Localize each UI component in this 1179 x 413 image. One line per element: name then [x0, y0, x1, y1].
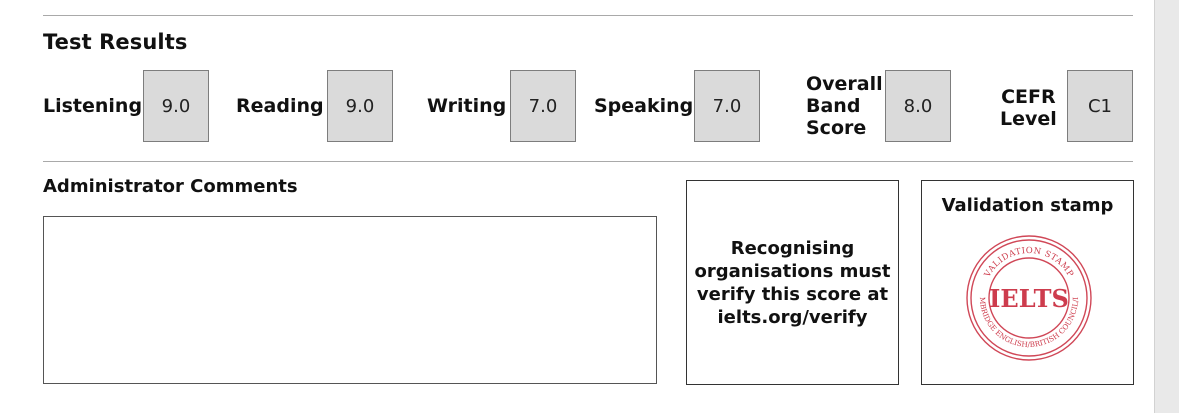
- reading-score: 9.0: [327, 70, 393, 142]
- page-edge: [1154, 0, 1179, 413]
- validation-stamp-box: Validation stamp VALIDATION STAMP CAMBRI…: [921, 180, 1134, 385]
- writing-label: Writing: [427, 95, 507, 117]
- overall-label-line-1: Overall: [806, 73, 883, 95]
- divider-top: [43, 15, 1133, 16]
- comments-field[interactable]: [43, 216, 657, 384]
- cefr-level-score: C1: [1067, 70, 1133, 142]
- cefr-level-label: CEFR Level: [1000, 86, 1057, 130]
- overall-label-line-3: Score: [806, 117, 867, 139]
- ielts-stamp-seal-icon: VALIDATION STAMP CAMBRIDGE ENGLISH/BRITI…: [964, 233, 1092, 361]
- comments-title: Administrator Comments: [43, 176, 298, 197]
- stamp-title: Validation stamp: [941, 195, 1114, 216]
- cefr-label-line-1: CEFR: [1001, 86, 1056, 108]
- overall-band-score: 8.0: [885, 70, 951, 142]
- cefr-label-line-2: Level: [1000, 108, 1057, 130]
- speaking-label: Speaking: [594, 95, 694, 117]
- verify-notice-box: Recognising organisations must verify th…: [686, 180, 899, 385]
- speaking-score: 7.0: [694, 70, 760, 142]
- writing-score: 7.0: [510, 70, 576, 142]
- section-title: Test Results: [43, 30, 188, 54]
- stamp-center-text: IELTS: [989, 284, 1069, 313]
- overall-label-line-2: Band: [806, 95, 861, 117]
- listening-label: Listening: [43, 95, 143, 117]
- divider-middle: [43, 161, 1133, 162]
- reading-label: Reading: [236, 95, 324, 117]
- verify-notice-text: Recognising organisations must verify th…: [694, 237, 891, 328]
- listening-score: 9.0: [143, 70, 209, 142]
- overall-band-score-label: Overall Band Score: [806, 73, 883, 139]
